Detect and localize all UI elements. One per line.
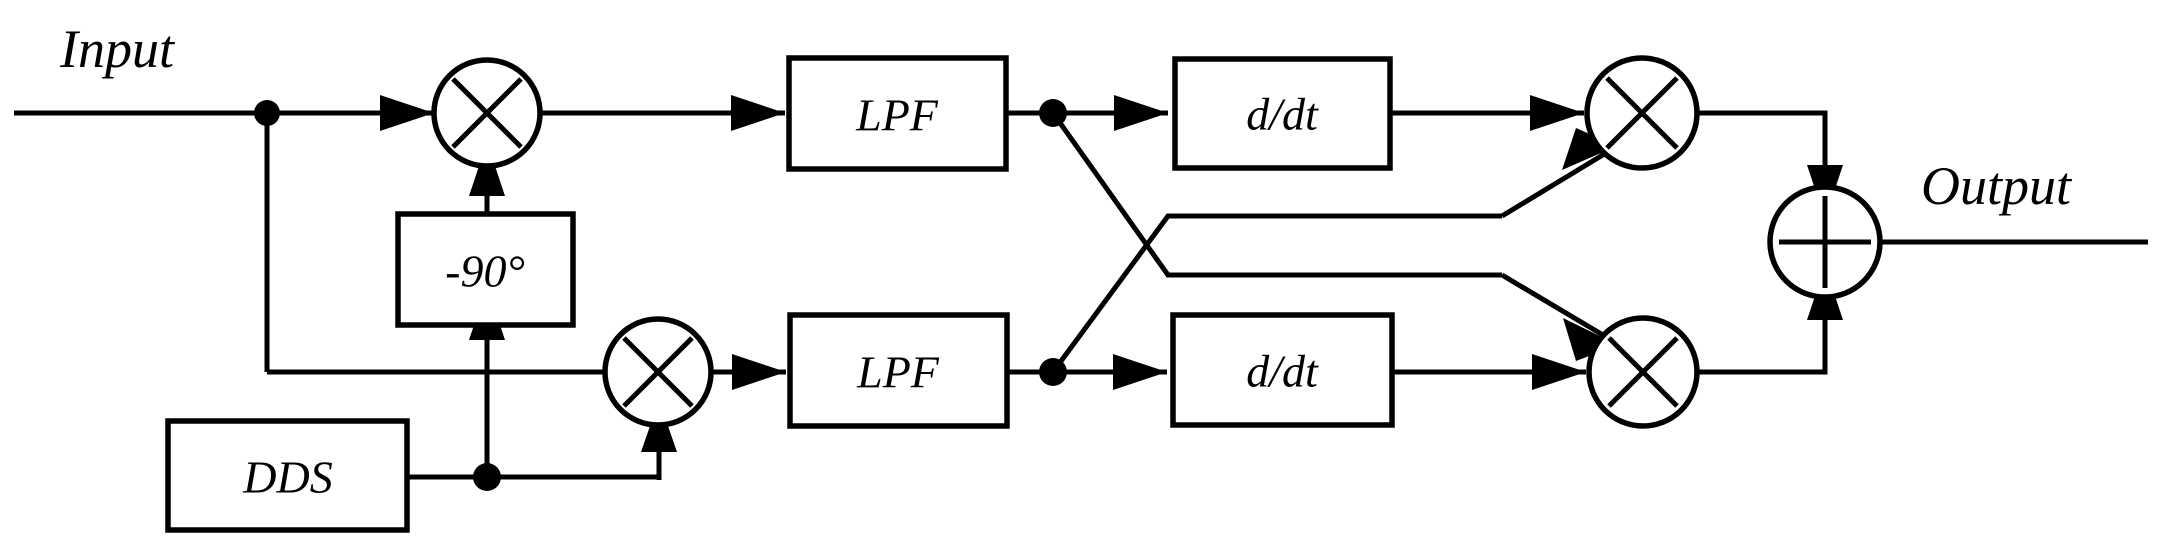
dds-box bbox=[165, 418, 410, 533]
output-label: Output bbox=[1921, 156, 2073, 216]
diff-bottom-label: d/dt bbox=[1246, 346, 1319, 397]
arrowhead-diff-bottom-input bbox=[1113, 354, 1167, 390]
diff-bottom-box bbox=[1170, 312, 1395, 428]
phase-shift-box bbox=[395, 211, 576, 328]
arrowhead-mixer-bottom-right-lo bbox=[1563, 318, 1618, 361]
junction-dot-input bbox=[254, 100, 280, 126]
block-diff-top[interactable]: d/dt bbox=[1172, 56, 1393, 171]
diff-top-label: d/dt bbox=[1246, 89, 1319, 140]
phase-shift-label: -90° bbox=[445, 246, 525, 297]
arrowhead-mixer-top-right-input bbox=[1530, 95, 1584, 131]
diff-top-box bbox=[1172, 56, 1393, 171]
mixer-top-left-x-stroke-b bbox=[451, 77, 523, 149]
mixer-bottom-right[interactable] bbox=[1586, 315, 1700, 429]
wire-cross-i-to-lower bbox=[1050, 111, 1502, 278]
lpf-bottom-label: LPF bbox=[856, 347, 940, 398]
wire-mixer-top-right-to-summer bbox=[1697, 110, 1828, 165]
block-phase-shift[interactable]: -90° bbox=[395, 211, 576, 328]
arrowhead-mixer-top-left-lo bbox=[469, 142, 505, 196]
wire-cross-q-into-mixer-top-right bbox=[1500, 150, 1608, 219]
mixer-bottom-right-x-stroke-b bbox=[1607, 336, 1679, 408]
mixer-top-left[interactable] bbox=[431, 57, 543, 169]
lpf-top-box bbox=[786, 55, 1009, 172]
block-diff-bottom[interactable]: d/dt bbox=[1170, 312, 1395, 428]
wire-mixer-bottom-right-to-summer bbox=[1696, 320, 1828, 375]
block-lpf-top[interactable]: LPF bbox=[786, 55, 1009, 172]
lpf-top-label: LPF bbox=[855, 90, 939, 141]
block-dds[interactable]: DDS bbox=[165, 418, 410, 533]
arrowhead-input-mixer-top-left bbox=[380, 95, 434, 131]
dds-label: DDS bbox=[242, 452, 332, 503]
arrowhead-lpf-top-input bbox=[731, 95, 785, 131]
lpf-bottom-box bbox=[787, 312, 1010, 429]
arrowhead-diff-top-input bbox=[1114, 95, 1168, 131]
mixer-top-right[interactable] bbox=[1584, 55, 1700, 171]
input-label: Input bbox=[59, 19, 176, 79]
mixer-bottom-left-x-stroke-b bbox=[622, 336, 694, 408]
arrowhead-mixer-top-right-lo bbox=[1562, 128, 1617, 170]
wire-cross-i-into-mixer-bottom-right bbox=[1500, 272, 1610, 341]
mixer-bottom-left[interactable] bbox=[602, 316, 714, 428]
arrowhead-lpf-bottom-input bbox=[732, 354, 786, 390]
wire-cross-q-to-upper bbox=[1050, 213, 1502, 374]
block-lpf-bottom[interactable]: LPF bbox=[787, 312, 1010, 429]
mixer-top-right-x-stroke-b bbox=[1605, 76, 1679, 150]
arrowhead-mixer-bottom-right-input bbox=[1532, 354, 1586, 390]
summer[interactable] bbox=[1767, 184, 1883, 300]
